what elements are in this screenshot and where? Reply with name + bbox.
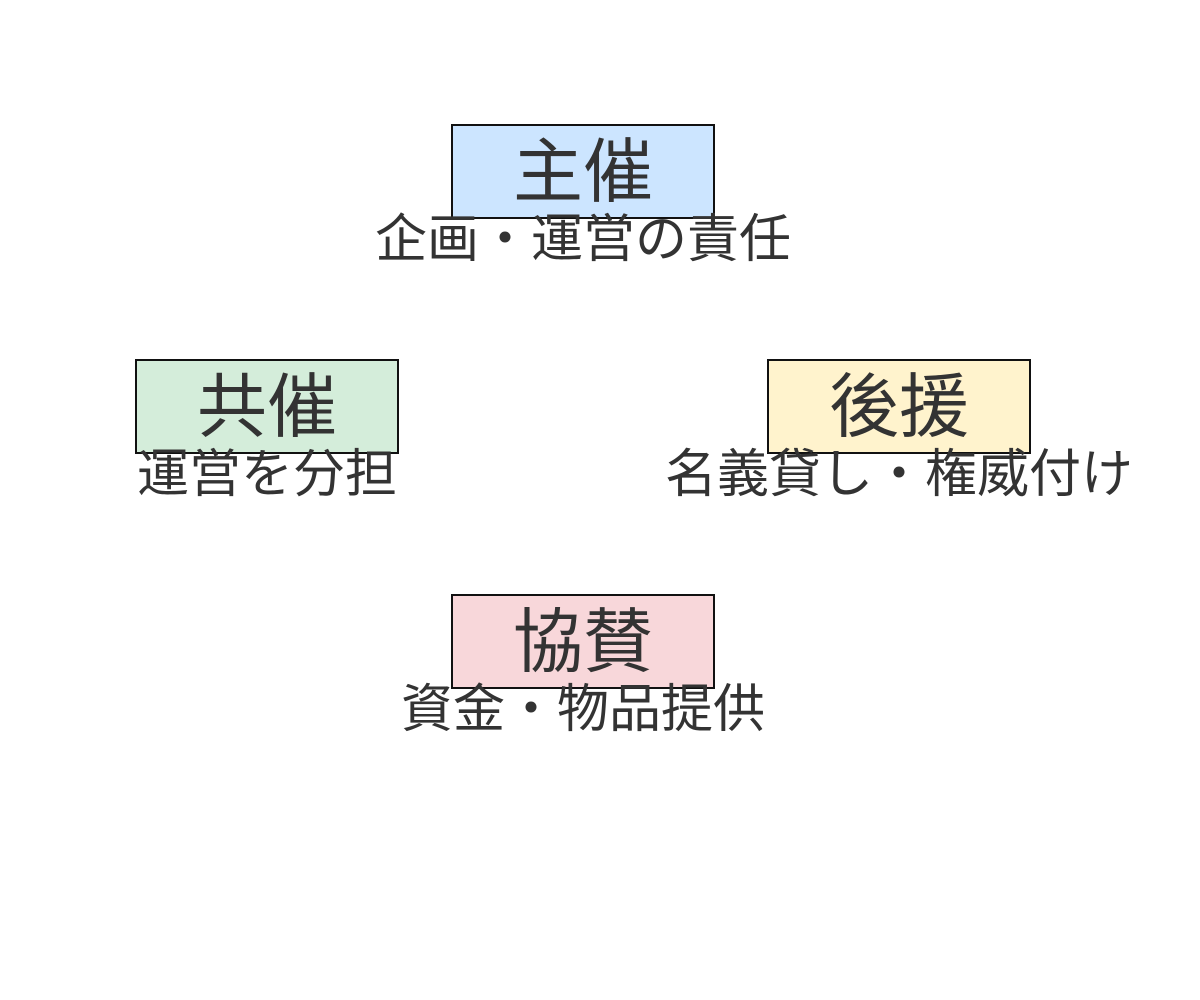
node-label: 共催 [197,365,337,448]
node-box: 主催 [451,124,715,219]
node-box: 共催 [135,359,399,454]
node-label: 主催 [513,130,653,213]
node-description: 運営を分担 [136,445,398,505]
node-description: 資金・物品提供 [400,680,766,740]
node-description: 企画・運営の責任 [374,210,792,270]
node-description: 名義貸し・権威付け [664,445,1134,505]
node-box: 後援 [767,359,1031,454]
node-label: 後援 [829,365,969,448]
node-label: 協賛 [513,600,653,683]
node-box: 協賛 [451,594,715,689]
